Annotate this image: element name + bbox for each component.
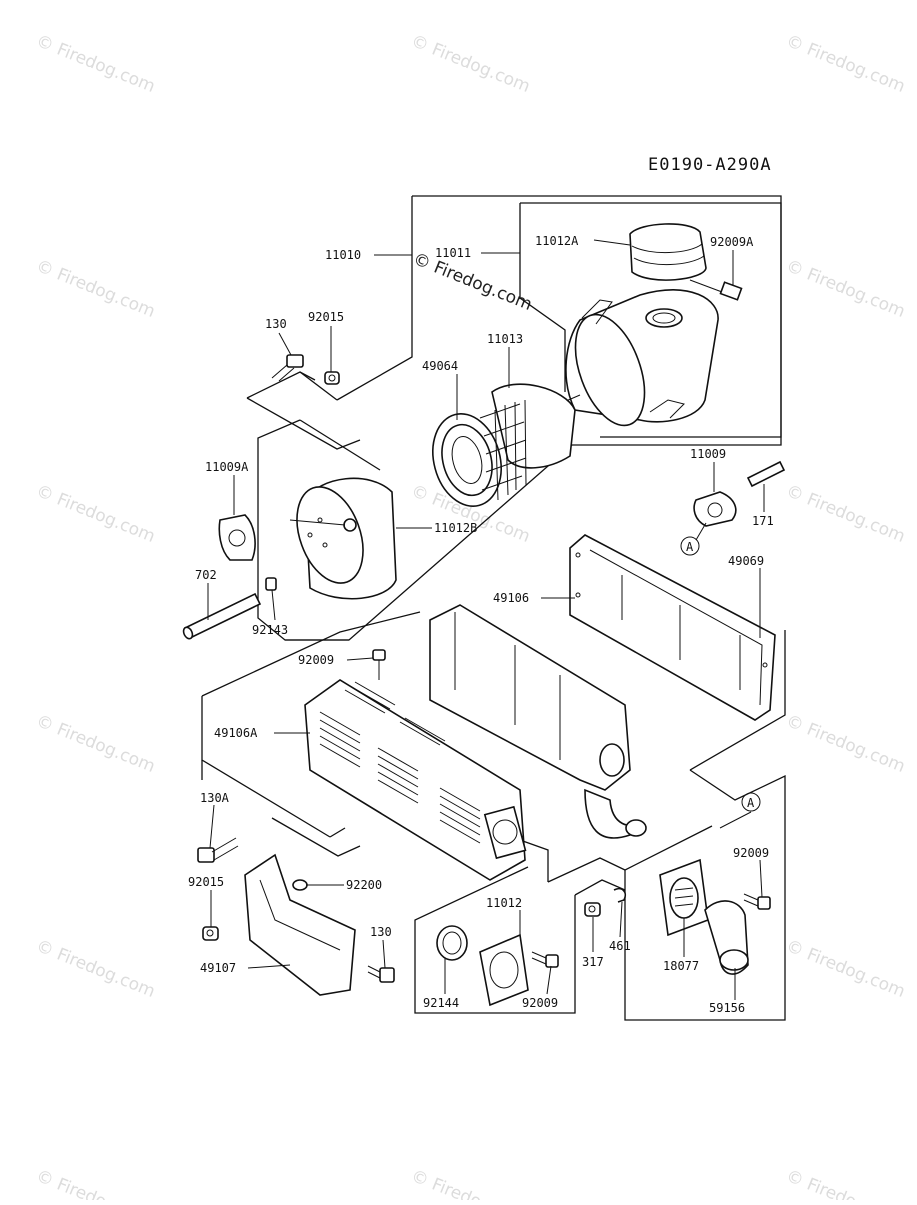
group-brackets xyxy=(201,195,786,1021)
label-461: 461 xyxy=(609,939,631,953)
label-130: 130 xyxy=(265,317,287,331)
part-labels: 11010 11011 11012A 92009A 130 92015 1101… xyxy=(188,234,774,1015)
label-171: 171 xyxy=(752,514,774,528)
bolt-130a xyxy=(197,837,239,863)
label-702: 702 xyxy=(195,568,217,582)
label-317: 317 xyxy=(582,955,604,969)
bolt-92009-bottom xyxy=(531,951,559,968)
label-92009-bottom: 92009 xyxy=(522,996,558,1010)
label-92009-right: 92009 xyxy=(733,846,769,860)
watermark: © Firedog.com xyxy=(783,481,908,547)
watermark: © Firedog.com xyxy=(408,1166,533,1200)
label-59156: 59156 xyxy=(709,1001,745,1015)
label-92144: 92144 xyxy=(423,996,459,1010)
ref-a-1: A xyxy=(680,536,700,556)
gasket-11009a xyxy=(218,514,256,561)
label-11010: 11010 xyxy=(325,248,361,262)
pipe-702 xyxy=(182,592,262,640)
label-92015: 92015 xyxy=(308,310,344,324)
nut-92015 xyxy=(324,371,340,385)
watermark: © Firedog.com xyxy=(783,936,908,1002)
watermark: © Firedog.com xyxy=(33,1166,158,1200)
air-cleaner-case xyxy=(289,477,397,600)
label-11011: 11011 xyxy=(435,246,471,260)
gasket-92144 xyxy=(436,925,468,961)
nut-92015-bottom xyxy=(202,926,219,941)
center-watermark: © Firedog.com xyxy=(410,249,535,315)
label-49106: 49106 xyxy=(493,591,529,605)
bolt-92009a xyxy=(689,279,743,301)
label-130-bottom: 130 xyxy=(370,925,392,939)
label-130a: 130A xyxy=(200,791,230,805)
label-92009a: 92009A xyxy=(710,235,754,249)
label-11009a: 11009A xyxy=(205,460,249,474)
ref-a-2: A xyxy=(741,792,761,812)
air-cleaner-housing xyxy=(544,289,719,427)
label-92200: 92200 xyxy=(346,878,382,892)
clip-461 xyxy=(613,887,627,903)
label-49069: 49069 xyxy=(728,554,764,568)
muffler-49106 xyxy=(429,604,647,839)
diagram-code: E0190-A290A xyxy=(648,155,772,175)
label-11012b: 11012B xyxy=(434,521,477,535)
label-49064: 49064 xyxy=(422,359,458,373)
watermark: © Firedog.com xyxy=(33,711,158,777)
bolt-130-bottom xyxy=(367,965,395,983)
air-filter-element xyxy=(432,383,576,507)
label-11012: 11012 xyxy=(486,896,522,910)
spark-arrester-18077 xyxy=(659,858,709,937)
nut-317 xyxy=(584,902,601,917)
watermark: © Firedog.com xyxy=(408,31,533,97)
label-92009-mid: 92009 xyxy=(298,653,334,667)
bolt-92009 xyxy=(372,649,386,680)
watermark: © Firedog.com xyxy=(33,481,158,547)
svg-text:A: A xyxy=(747,796,755,810)
watermark: © Firedog.com xyxy=(33,936,158,1002)
label-92143: 92143 xyxy=(252,623,288,637)
watermark: © Firedog.com xyxy=(33,31,158,97)
label-11013: 11013 xyxy=(487,332,523,346)
label-11009: 11009 xyxy=(690,447,726,461)
watermark: © Firedog.com xyxy=(783,1166,908,1200)
watermark: © Firedog.com xyxy=(783,711,908,777)
watermark: © Firedog.com xyxy=(783,256,908,322)
label-11012a: 11012A xyxy=(535,234,579,248)
label-49106a: 49106A xyxy=(214,726,258,740)
gasket-11009 xyxy=(693,491,737,527)
leader-lines xyxy=(207,239,765,1000)
watermark: © Firedog.com xyxy=(783,31,908,97)
muffler-guard-49106a xyxy=(304,679,527,881)
svg-text:A: A xyxy=(686,540,694,554)
flange-11012 xyxy=(479,933,529,1007)
tail-pipe-59156 xyxy=(704,900,749,975)
heat-shield-49107 xyxy=(244,853,356,996)
muffler-cover-49069 xyxy=(569,534,776,721)
air-cleaner-cap xyxy=(629,223,707,281)
label-49107: 49107 xyxy=(200,961,236,975)
label-92015-bottom: 92015 xyxy=(188,875,224,889)
bolt-130 xyxy=(271,354,304,382)
collar-92143 xyxy=(265,577,277,591)
label-18077: 18077 xyxy=(663,959,699,973)
stud-171 xyxy=(746,460,786,488)
watermark: © Firedog.com xyxy=(33,256,158,322)
washer-92200 xyxy=(292,879,308,891)
bolt-92009-right xyxy=(743,893,771,910)
